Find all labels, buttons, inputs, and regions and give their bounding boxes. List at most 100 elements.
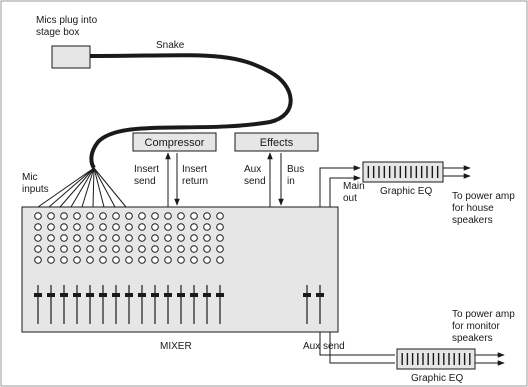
mixer-knob bbox=[86, 234, 94, 242]
mixer-knob bbox=[151, 223, 159, 231]
mixer-knob bbox=[190, 212, 198, 220]
mixer-knob bbox=[190, 234, 198, 242]
mixer-knob bbox=[99, 234, 107, 242]
mixer-knob bbox=[216, 212, 224, 220]
mixer-knob bbox=[203, 245, 211, 253]
mixer-knob bbox=[99, 223, 107, 231]
mixer-knob bbox=[164, 245, 172, 253]
fader-cap bbox=[73, 293, 81, 297]
mixer-knob bbox=[216, 223, 224, 231]
fader-cap bbox=[99, 293, 107, 297]
mixer-knob bbox=[125, 223, 133, 231]
effects-box bbox=[234, 132, 319, 152]
snake-cable bbox=[89, 53, 293, 170]
mixer-knob bbox=[86, 256, 94, 264]
mixer-knob bbox=[60, 256, 68, 264]
mixer-knob bbox=[177, 212, 185, 220]
aux-send-top-label-line1: Aux bbox=[244, 164, 261, 175]
aux-send-bottom-line bbox=[319, 332, 395, 356]
mixer-knob bbox=[60, 245, 68, 253]
mixer-knob bbox=[190, 256, 198, 264]
fader-cap bbox=[112, 293, 120, 297]
fader-cap bbox=[190, 293, 198, 297]
mixer-knob bbox=[99, 256, 107, 264]
main-out-line-b bbox=[329, 175, 361, 207]
mixer-knob bbox=[216, 256, 224, 264]
fader-cap bbox=[216, 293, 224, 297]
mixer-fader-bank bbox=[34, 285, 324, 324]
mixer-knob bbox=[34, 234, 42, 242]
stage-box-label-line2: stage box bbox=[36, 27, 79, 38]
mixer-knob bbox=[177, 245, 185, 253]
mixer-knob bbox=[86, 212, 94, 220]
aux-send-top-label-line2: send bbox=[244, 176, 266, 187]
effects-label: Effects bbox=[260, 137, 294, 149]
fader-cap bbox=[138, 293, 146, 297]
mixer-knob bbox=[151, 234, 159, 242]
graphic-eq-top-label: Graphic EQ bbox=[380, 186, 432, 197]
mixer-knob bbox=[99, 212, 107, 220]
mixer-knob bbox=[34, 256, 42, 264]
mixer-knob bbox=[47, 256, 55, 264]
mixer-label: MIXER bbox=[160, 341, 192, 352]
mixer-knob bbox=[47, 223, 55, 231]
mixer-knob bbox=[73, 256, 81, 264]
mixer-knob bbox=[73, 212, 81, 220]
mixer-knob bbox=[177, 256, 185, 264]
aux-send-bottom-line-b bbox=[329, 332, 395, 364]
snake-label: Snake bbox=[156, 40, 185, 51]
bus-in-label-line2: in bbox=[287, 176, 295, 187]
mixer-knob bbox=[34, 223, 42, 231]
mixer-knob bbox=[125, 234, 133, 242]
mixer-knob bbox=[151, 212, 159, 220]
mixer-knob bbox=[203, 256, 211, 264]
mixer-knob bbox=[86, 223, 94, 231]
main-out-line-a bbox=[319, 165, 361, 207]
graphic-eq-bottom-sliders bbox=[401, 353, 471, 365]
mixer-knob bbox=[203, 234, 211, 242]
compressor-box bbox=[132, 132, 217, 152]
mixer-knob bbox=[190, 223, 198, 231]
mixer-knob bbox=[60, 223, 68, 231]
mixer-knob bbox=[73, 234, 81, 242]
mixer-knob bbox=[112, 212, 120, 220]
mic-inputs-label-line1: Mic bbox=[22, 172, 38, 183]
fader-cap bbox=[151, 293, 159, 297]
fader-cap bbox=[47, 293, 55, 297]
house-label-line1: To power amp bbox=[452, 191, 515, 202]
fader-cap bbox=[203, 293, 211, 297]
mixer-knob bbox=[138, 245, 146, 253]
mixer-knob bbox=[203, 223, 211, 231]
mixer-knob bbox=[164, 234, 172, 242]
mixer-knob bbox=[112, 256, 120, 264]
mixer-knob bbox=[177, 234, 185, 242]
fader-cap bbox=[125, 293, 133, 297]
fader-cap bbox=[34, 293, 42, 297]
mic-inputs-label-line2: inputs bbox=[22, 184, 49, 195]
mixer-knob bbox=[190, 245, 198, 253]
mixer-knob bbox=[86, 245, 94, 253]
mixer-knob bbox=[34, 245, 42, 253]
mixer-knob bbox=[164, 256, 172, 264]
mixer-knob bbox=[216, 234, 224, 242]
insert-send-label-line1: Insert bbox=[134, 164, 159, 175]
aux-send-bottom-label: Aux send bbox=[303, 341, 345, 352]
mixer-knob bbox=[125, 212, 133, 220]
mixer-knob bbox=[47, 234, 55, 242]
graphic-eq-top-sliders bbox=[367, 166, 439, 178]
bus-in-label-line1: Bus bbox=[287, 164, 304, 175]
mixer-knob bbox=[125, 256, 133, 264]
mixer-knob bbox=[60, 212, 68, 220]
graphic-eq-bottom-box bbox=[396, 348, 476, 370]
insert-send-label-line2: send bbox=[134, 176, 156, 187]
main-out-label-line2: out bbox=[343, 193, 357, 204]
fader-cap bbox=[60, 293, 68, 297]
fader-cap bbox=[316, 293, 324, 297]
mixer-knob bbox=[138, 234, 146, 242]
monitor-label-line1: To power amp bbox=[452, 309, 515, 320]
mixer-knob-grid bbox=[34, 212, 224, 264]
mixer-knob bbox=[34, 212, 42, 220]
mixer-knob bbox=[138, 223, 146, 231]
